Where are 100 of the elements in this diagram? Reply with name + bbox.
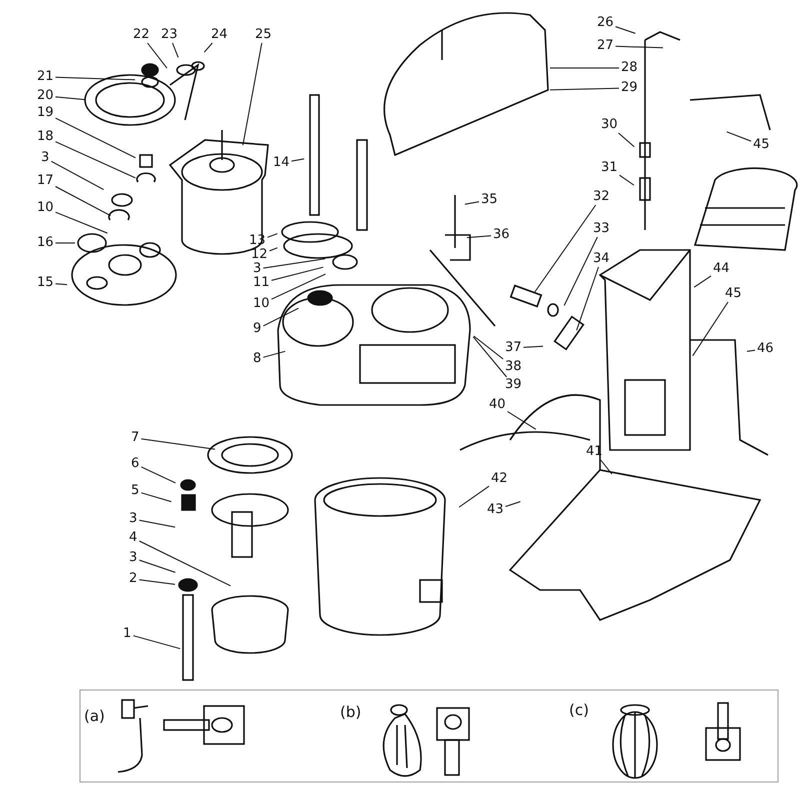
callout-number: 40 xyxy=(488,398,507,412)
leader-line xyxy=(746,350,756,352)
callout-number: 26 xyxy=(596,16,615,30)
leader-line xyxy=(55,96,86,100)
callout-number: 2 xyxy=(128,572,138,586)
leader-line xyxy=(600,460,612,475)
callout-number: 36 xyxy=(492,228,511,242)
leader-line xyxy=(55,212,108,234)
leader-line xyxy=(615,46,664,48)
leader-line xyxy=(262,258,326,269)
leader-line xyxy=(564,236,598,306)
leader-line xyxy=(615,26,636,34)
callout-number: 22 xyxy=(132,28,151,42)
callout-number: 12 xyxy=(250,248,269,262)
callout-number: 43 xyxy=(486,503,505,517)
callout-number: 24 xyxy=(210,28,229,42)
leader-line xyxy=(726,131,752,142)
callout-number: 32 xyxy=(592,190,611,204)
callout-number: 15 xyxy=(36,276,55,290)
callout-number: 3 xyxy=(128,512,138,526)
callout-number: 45 xyxy=(724,287,743,301)
leader-line xyxy=(262,308,299,326)
callout-number: 20 xyxy=(36,89,55,103)
leader-line xyxy=(55,118,136,158)
callout-number: 10 xyxy=(36,201,55,215)
callout-number: 3 xyxy=(252,262,262,276)
callout-number: 31 xyxy=(600,161,619,175)
callout-number: 19 xyxy=(36,106,55,120)
callout-number: 9 xyxy=(252,322,262,336)
leader-line xyxy=(458,486,490,508)
leader-line xyxy=(55,141,136,178)
callout-number: 33 xyxy=(592,222,611,236)
callout-number: 30 xyxy=(600,118,619,132)
leader-line xyxy=(262,350,286,358)
callout-number: 7 xyxy=(130,431,140,445)
callout-number: 23 xyxy=(160,28,179,42)
leader-line xyxy=(523,346,544,348)
leader-line xyxy=(619,174,634,186)
leader-line xyxy=(140,466,176,484)
figure-label: (c) xyxy=(569,702,589,718)
callout-number: 8 xyxy=(252,352,262,366)
leader-line xyxy=(291,158,305,162)
figure-label: (a) xyxy=(84,708,105,724)
callout-number: 29 xyxy=(620,81,639,95)
callout-number: 38 xyxy=(504,360,523,374)
callout-number: 25 xyxy=(254,28,273,42)
leader-line xyxy=(138,540,231,586)
leader-line xyxy=(618,132,635,148)
leader-line xyxy=(172,42,179,58)
leader-line xyxy=(271,266,324,281)
leader-line xyxy=(138,520,176,528)
callout-number: 5 xyxy=(130,484,140,498)
leader-line xyxy=(147,42,168,69)
leader-line xyxy=(55,76,136,80)
leader-line xyxy=(550,88,620,90)
callout-number: 44 xyxy=(712,262,731,276)
callout-number: 21 xyxy=(36,70,55,84)
leader-line xyxy=(140,492,172,502)
leader-line xyxy=(204,42,213,53)
leader-line xyxy=(534,204,596,292)
leader-line xyxy=(692,302,728,356)
leader-line xyxy=(466,235,492,238)
figure-label: (b) xyxy=(340,704,362,720)
leader-line xyxy=(472,336,508,378)
leader-line xyxy=(242,42,262,146)
callout-number: 14 xyxy=(272,156,291,170)
callout-number: 17 xyxy=(36,174,55,188)
callout-number: 3 xyxy=(128,551,138,565)
callout-number: 18 xyxy=(36,130,55,144)
callout-number: 27 xyxy=(596,39,615,53)
leader-line xyxy=(55,242,76,244)
leader-line xyxy=(269,247,278,252)
leader-line xyxy=(271,274,326,300)
callout-number: 37 xyxy=(504,341,523,355)
callout-number: 11 xyxy=(252,276,271,290)
leader-line xyxy=(138,560,176,573)
leader-line xyxy=(55,186,112,216)
callout-number: 6 xyxy=(130,457,140,471)
leader-line xyxy=(132,635,181,650)
callout-number: 39 xyxy=(504,378,523,392)
leader-line xyxy=(473,336,504,360)
leader-line xyxy=(505,501,521,507)
leader-line xyxy=(507,411,536,430)
callout-number: 34 xyxy=(592,252,611,266)
callout-number: 1 xyxy=(122,627,132,641)
callout-number: 35 xyxy=(480,193,499,207)
leader-line xyxy=(576,266,599,331)
callout-number: 10 xyxy=(252,297,271,311)
leader-line xyxy=(694,275,712,288)
leader-line xyxy=(267,233,278,238)
leader-line xyxy=(50,160,104,190)
callout-number: 3 xyxy=(40,151,50,165)
callout-number: 4 xyxy=(128,531,138,545)
callout-number: 45 xyxy=(752,138,771,152)
leader-line xyxy=(138,579,176,585)
callout-number: 46 xyxy=(756,342,775,356)
leader-line xyxy=(464,201,480,205)
callout-number: 28 xyxy=(620,61,639,75)
leader-line xyxy=(55,283,68,286)
callout-number: 42 xyxy=(490,472,509,486)
